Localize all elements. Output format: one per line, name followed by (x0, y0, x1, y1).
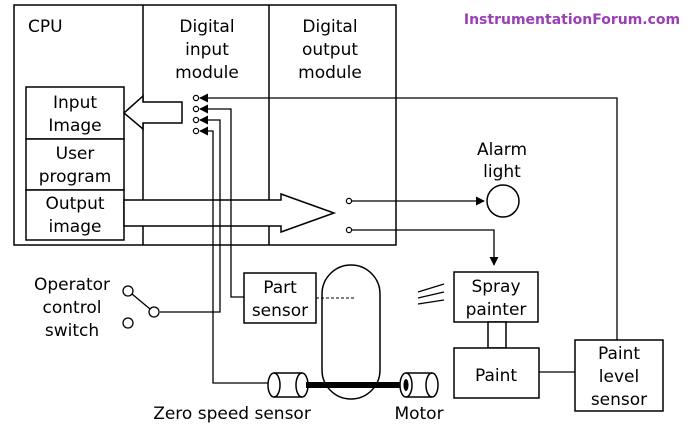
conveyor-belt (321, 264, 381, 400)
svg-text:Alarm: Alarm (477, 140, 527, 160)
svg-text:program: program (39, 167, 112, 187)
svg-text:input: input (185, 40, 229, 60)
zero-speed-sensor-label: Zero speed sensor (153, 404, 311, 424)
svg-text:User: User (56, 144, 95, 164)
digital-output-module-label: Digital output module (298, 17, 362, 83)
alarm-light-icon (486, 184, 520, 218)
svg-text:control: control (43, 298, 102, 318)
svg-text:Part: Part (263, 278, 297, 298)
input-image-box: Input Image (48, 93, 101, 136)
alarm-light-label: Alarm light (477, 140, 527, 182)
motor-icon (399, 372, 439, 398)
drive-shaft (306, 382, 404, 388)
paint-level-sensor-box (574, 339, 664, 412)
output-image-box: Output image (45, 194, 104, 237)
wiring (160, 93, 618, 384)
part-sensor-box (243, 272, 317, 324)
watermark-text: InstrumentationForum.com (464, 12, 680, 28)
svg-text:sensor: sensor (591, 390, 647, 410)
spray-feed-pipe (487, 321, 507, 349)
svg-text:module: module (175, 63, 239, 83)
input-terminals (192, 94, 200, 135)
svg-text:switch: switch (45, 321, 99, 341)
svg-text:module: module (298, 63, 362, 83)
svg-text:Image: Image (48, 116, 101, 136)
svg-text:Operator: Operator (34, 275, 110, 295)
svg-text:sensor: sensor (252, 301, 308, 321)
cpu-memory-stack (25, 86, 125, 241)
svg-text:Output: Output (45, 194, 104, 214)
svg-text:image: image (49, 217, 102, 237)
operator-switch-icon (122, 285, 160, 329)
paint-label: Paint (475, 366, 517, 386)
spray-lines (417, 283, 445, 305)
cpu-label: CPU (28, 17, 63, 37)
spray-painter-label: Spray painter (466, 277, 527, 320)
paint-level-sensor-label: Paint level sensor (591, 344, 647, 410)
svg-text:Paint: Paint (598, 344, 640, 364)
output-terminals (345, 197, 353, 234)
paint-box (453, 347, 540, 399)
spray-painter-box (453, 271, 539, 323)
svg-text:Digital: Digital (179, 17, 234, 37)
input-scan-arrow (122, 94, 183, 131)
svg-text:Digital: Digital (302, 17, 357, 37)
zero-speed-sensor-icon (267, 372, 309, 398)
svg-text:level: level (599, 367, 639, 387)
motor-label: Motor (394, 404, 443, 424)
digital-input-module-label: Digital input module (175, 17, 239, 83)
part-sensor-label: Part sensor (252, 278, 308, 321)
svg-text:Spray: Spray (471, 277, 520, 297)
svg-text:light: light (483, 162, 521, 182)
operator-switch-label: Operator control switch (34, 275, 110, 341)
user-program-box: User program (39, 144, 112, 187)
svg-text:output: output (302, 40, 358, 60)
pulley-hubs (348, 382, 354, 388)
output-scan-arrow (123, 192, 337, 234)
svg-text:Input: Input (53, 93, 97, 113)
svg-text:painter: painter (466, 300, 527, 320)
